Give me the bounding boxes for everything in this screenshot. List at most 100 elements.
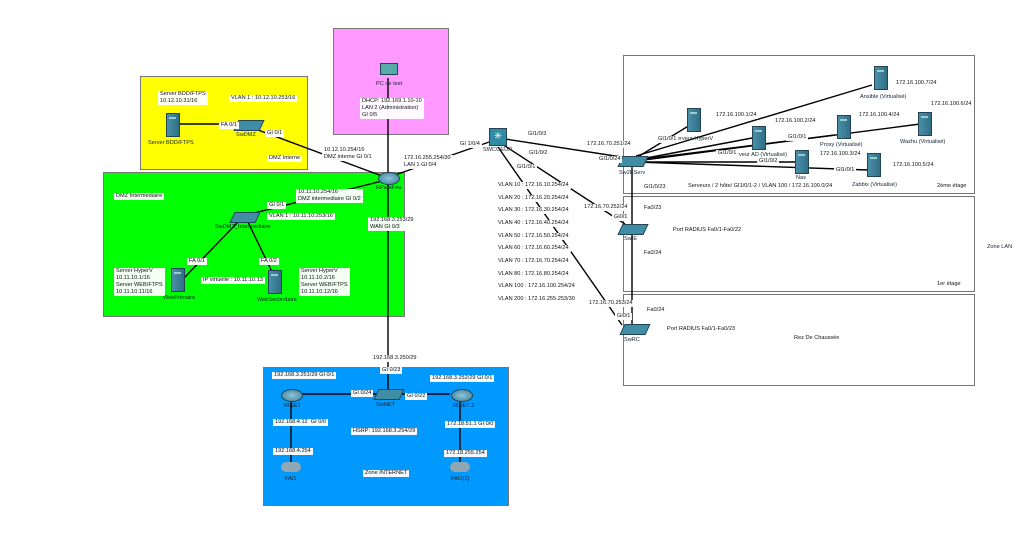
pc-de-test-icon[interactable] xyxy=(380,63,398,75)
link-sw2-wazhu xyxy=(635,123,921,162)
vlan-item: VLAN 100 : 172.16.100.254/24 xyxy=(496,283,577,290)
label-fai1-ip: 192.168.4.254 xyxy=(273,448,313,455)
fai1-label: FAI1 xyxy=(285,476,297,482)
label-fai2-ip: 172.18.255.254 xyxy=(444,450,487,457)
fai2-cloud-icon[interactable] xyxy=(450,462,470,472)
label-fw-dmzi: 10.11.10.254/16 DMZ intermediaire GI 0/2 xyxy=(296,189,363,203)
sw2eserv-label: Sw2EServ xyxy=(619,170,646,176)
zone-label-2eme: 2ème étage xyxy=(935,183,969,190)
label-proxy-gi: GI1/0/1 xyxy=(786,134,809,141)
label-ip5: 172.16.100.5/24 xyxy=(891,162,936,169)
swie-switch-icon[interactable] xyxy=(617,224,649,235)
label-swnet-g24: GI 0/24 xyxy=(351,390,374,397)
label-gi01-dmzi: GI 0/1 xyxy=(267,202,287,209)
vlan-item: VLAN 70 : 172.16.70.254/24 xyxy=(496,258,571,265)
label-fa02-dmzi: FA 0/2 xyxy=(259,258,279,265)
vlan-item: VLAN 10 : 172.16.10.254/24 xyxy=(496,182,571,189)
label-srv-info: Serveurs / 2 hôte/ GI1/0/1-2 / VLAN 100 … xyxy=(686,183,835,190)
label-nas-gi: GI1/0/2 xyxy=(757,158,780,165)
label-bdd-ip: Server BDD/FTPS 10.12.10.31/16 xyxy=(158,91,208,105)
zabbix-label: Zabbix (Virtualisé) xyxy=(852,182,897,188)
label-ip2: 172.16.100.2/24 xyxy=(773,118,818,125)
wazhu-server-icon[interactable] xyxy=(918,112,932,136)
proxy-label: Proxy (Virtualisé) xyxy=(820,142,863,148)
rparefeu-label: RPareFeu xyxy=(376,185,402,191)
label-zabbix-gi: GI1/0/1 xyxy=(834,167,857,174)
label-core-g1: GI1/0/1 xyxy=(515,164,538,171)
ansible-label: Ansible (Virtualisé) xyxy=(860,94,907,100)
label-gi01-dmz: GI 0/1 xyxy=(265,130,285,137)
ansible-server-icon[interactable] xyxy=(874,66,888,90)
zone-label-dmz-intermediaire: DMZ Intermediaire xyxy=(114,193,165,200)
label-hsrp: HSRP: 192.168.3.254/29 xyxy=(351,428,418,435)
label-swrc-fa24: Fa0/24 xyxy=(645,307,667,314)
label-rinet2-ip: 192.168.3.252/29 GI 0/1 xyxy=(430,375,495,382)
label-sw2-ip: 172.16.70.251/24 xyxy=(585,141,633,148)
vlan-item: VLAN 200 : 172.16.255.253/30 xyxy=(496,296,577,303)
fai1-cloud-icon[interactable] xyxy=(281,462,301,472)
label-core-gi104: GI 1/0/4 xyxy=(458,141,482,148)
swnet-switch-icon[interactable] xyxy=(373,389,405,400)
swdmz-label: SwDMZ xyxy=(236,132,256,138)
nas-server-icon[interactable] xyxy=(795,150,809,174)
zone-2eme-etage xyxy=(623,55,975,194)
vlan-item: VLAN 30 : 172.16.30.254/24 xyxy=(496,207,571,214)
swrc-label: SwRC xyxy=(624,337,640,343)
label-rinet-g0: 192.168.4.12 GI 0/0 xyxy=(273,419,329,426)
nas-label: Nas xyxy=(796,175,806,181)
ad-server-icon[interactable] xyxy=(752,126,766,150)
label-hv-gi: GI1/0/1 xyxy=(656,136,679,143)
webprimaire-label: WebPrimaire xyxy=(163,295,196,301)
label-ip6: 172.16.100.6/24 xyxy=(929,101,974,108)
fai2-label: FAI1(1) xyxy=(451,476,470,482)
rinet2-router-icon[interactable] xyxy=(451,389,473,402)
link-swdmzi-web2 xyxy=(247,221,275,277)
wazhu-label: Wazhu (Virtualisé) xyxy=(900,139,946,145)
zone-label-dmz-interne: DMZ Interne xyxy=(267,155,303,162)
zone-label-rdc: Rez De Chaussée xyxy=(792,335,842,342)
server-bdd-icon[interactable] xyxy=(166,113,180,137)
vlan-item: VLAN 80 : 172.16.80.254/24 xyxy=(496,271,571,278)
label-ip7: 172.16.100.7/24 xyxy=(894,80,939,87)
label-sw1-ip: 172.16.70.252/24 xyxy=(582,204,630,211)
link-core-sw2 xyxy=(504,138,629,159)
link-sw2-ansible xyxy=(635,84,873,157)
label-core-g3: GI1/0/3 xyxy=(526,131,549,138)
server-bdd-label: Server BDD/FTPS xyxy=(148,140,194,146)
label-rinet2-g0: 172.18.51.1 GI 0/0 xyxy=(445,421,496,428)
label-fa01-dmzi: FA 0/1 xyxy=(187,258,207,265)
label-dmz-vlan: VLAN 1 : 10.12.10.253/16 xyxy=(229,95,298,102)
link-sw2-zabbix xyxy=(635,161,869,171)
swdmzi-label: SwDMZ_Intermediaire xyxy=(215,224,271,230)
label-ip1: 172.16.100.1/24 xyxy=(714,112,759,119)
label-sw1-radius: Port RADIUS Fa0/1-Fa0/22 xyxy=(671,227,744,234)
vlan-item: VLAN 40 : 172.16.40.254/24 xyxy=(496,220,571,227)
zone-rdc xyxy=(623,294,975,386)
pc-label: PC de test xyxy=(376,81,403,87)
vlan-item: VLAN 50 : 172.16.50.254/24 xyxy=(496,233,571,240)
proxy-server-icon[interactable] xyxy=(837,115,851,139)
websecondaire-server-icon[interactable] xyxy=(268,270,282,294)
label-sw1-fa24: Fa0/24 xyxy=(642,250,664,257)
label-swrc-ip: 172.16.70.253/24 xyxy=(587,300,635,307)
swdmzi-switch-icon[interactable] xyxy=(229,212,261,223)
label-rinet-ip: 192.168.3.251/29 GI 0/1 xyxy=(272,372,337,379)
hyperv-server-icon[interactable] xyxy=(687,108,701,132)
label-fw-lan: 172.16.255.254/30 LAN 1 GI 0/4 xyxy=(402,155,453,169)
link-sw2-ad xyxy=(635,137,753,161)
websecondaire-label: WebSecondaire xyxy=(257,297,297,303)
zabbix-server-icon[interactable] xyxy=(867,153,881,177)
label-wan-ip: 192.168.3.250/29 xyxy=(371,355,419,362)
label-fa01-dmz: FA 0/1 xyxy=(219,122,239,129)
rinet-router-icon[interactable] xyxy=(281,389,303,402)
swcoeur-l3switch-icon[interactable]: ✳ xyxy=(489,128,507,146)
swnet-label: SwNET xyxy=(376,402,395,408)
webprimaire-server-icon[interactable] xyxy=(171,268,185,292)
swrc-switch-icon[interactable] xyxy=(619,324,651,335)
swie-label: SwIE xyxy=(624,236,638,242)
rparefeu-router-icon[interactable] xyxy=(378,172,400,185)
rinet2-label: RINET 2 xyxy=(453,403,475,409)
label-sw1-fa23: Fa0/23 xyxy=(642,205,664,212)
zone-label-1er: 1er étage xyxy=(935,281,963,288)
